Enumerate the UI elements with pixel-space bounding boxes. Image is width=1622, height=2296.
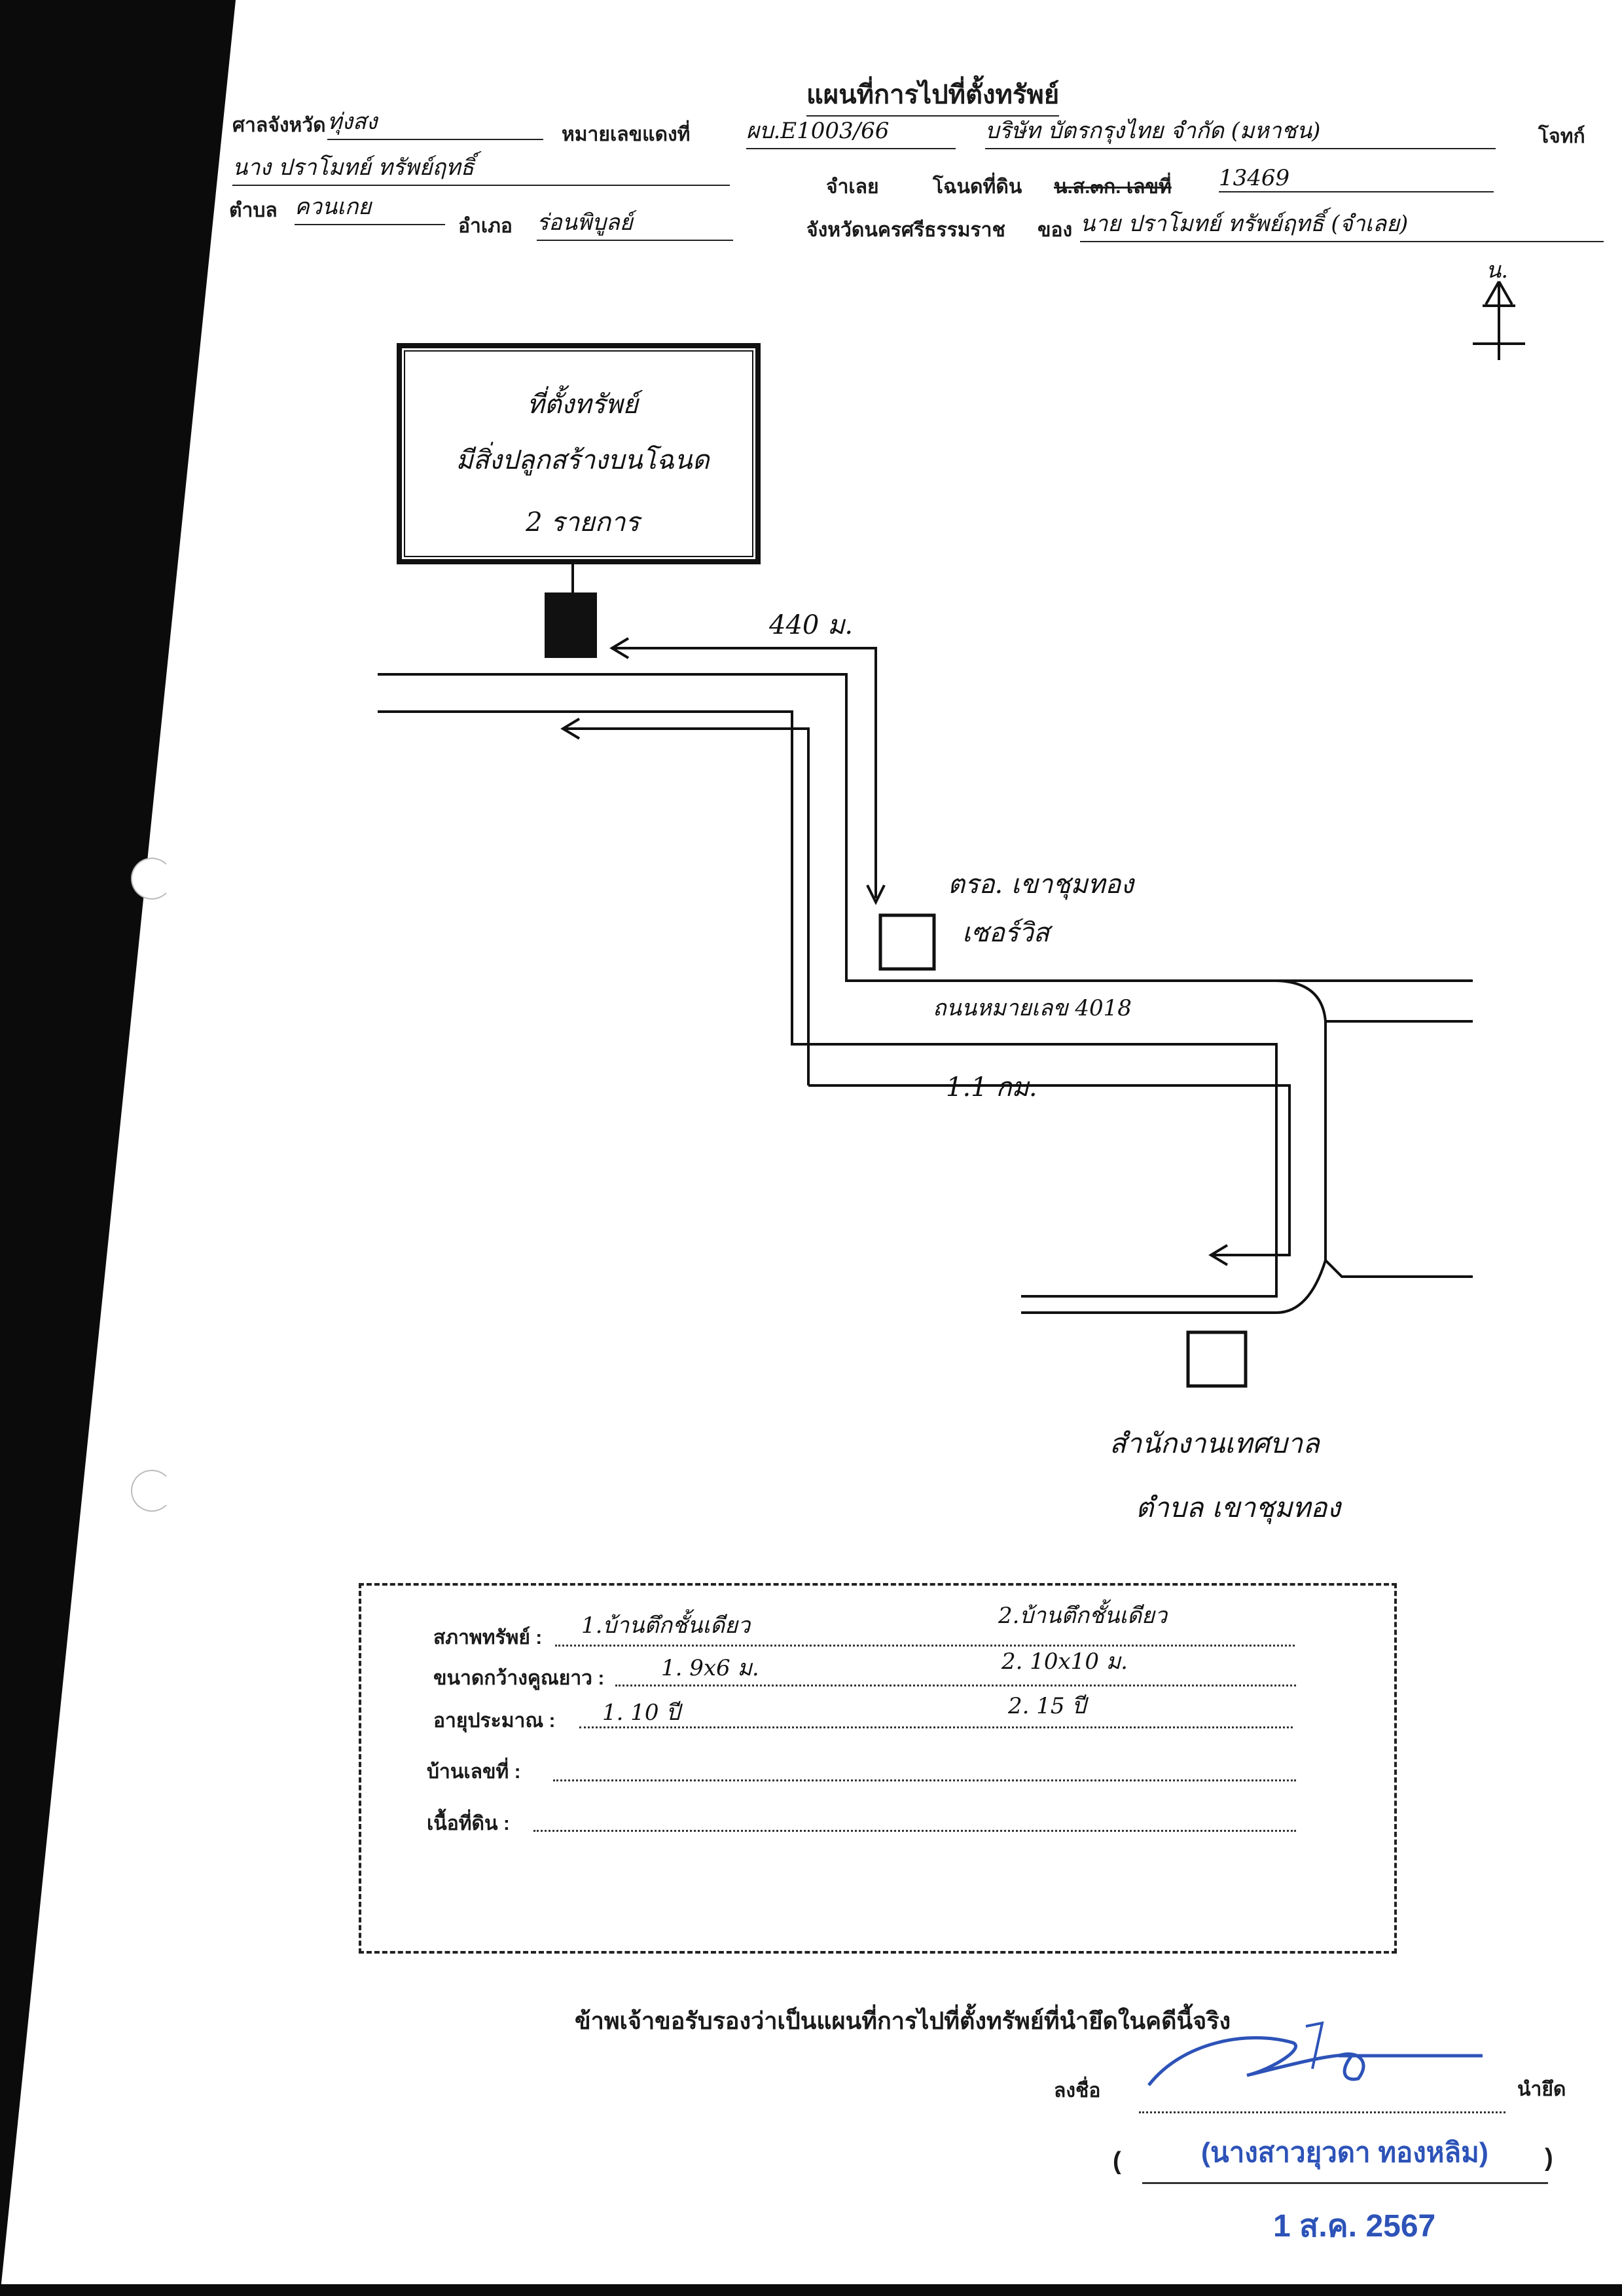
deed-strike: น.ส.๓ก. เลขที่ xyxy=(1054,176,1172,198)
age-label: อายุประมาณ : xyxy=(433,1710,556,1732)
page-title: แผนที่การไปที่ตั้งทรัพย์ xyxy=(806,73,1060,117)
date-stamp: 1 ส.ค. 2567 xyxy=(1273,2209,1436,2244)
property-condition-box xyxy=(359,1583,1397,1954)
house-no-label: บ้านเลขที่ : xyxy=(427,1761,521,1783)
district-label: อำเภอ xyxy=(458,215,513,237)
house-no-dotline xyxy=(553,1779,1296,1781)
paren-open: ( xyxy=(1113,2147,1121,2175)
plaintiff-label: โจทก์ xyxy=(1538,126,1585,147)
deed-value: 13469 xyxy=(1219,165,1494,192)
distance-label-440m: 440 ม. xyxy=(769,610,854,640)
landmark-1-line-1: ตรอ. เขาชุมทอง xyxy=(948,869,1134,900)
land-area-label: เนื้อที่ดิน : xyxy=(427,1813,510,1834)
sign-label: ลงชื่อ xyxy=(1054,2080,1101,2102)
size-dotline xyxy=(615,1685,1296,1686)
signature-icon xyxy=(1147,2021,1483,2086)
province-label: จังหวัดนครศรีธรรมราช xyxy=(806,219,1005,241)
age-1: 1. 10 ปี xyxy=(602,1700,680,1726)
seizer-label: นำยึด xyxy=(1517,2079,1566,2100)
size-1: 1. 9x6 ม. xyxy=(661,1655,759,1681)
owner-label: ของ xyxy=(1037,219,1073,241)
court-label: ศาลจังหวัด xyxy=(232,115,326,136)
condition-1: 1.บ้านตึกชั้นเดียว xyxy=(581,1613,751,1639)
landmark-1-line-2: เซอร์วิส xyxy=(962,918,1050,948)
scan-dark-edge xyxy=(0,0,236,2296)
size-2: 2. 10x10 ม. xyxy=(1001,1649,1128,1675)
signer-name: (นางสาวยุวดา ทองหลิม) xyxy=(1201,2137,1488,2168)
subdistrict-value: ควนเกย xyxy=(295,189,445,225)
size-label: ขนาดกว้างคูณยาว : xyxy=(433,1667,605,1689)
defendant-value: นาง ปราโมทย์ ทรัพย์ฤทธิ์ xyxy=(232,149,730,186)
north-label: น. xyxy=(1486,257,1509,283)
paren-close: ) xyxy=(1545,2144,1553,2172)
north-arrow-icon xyxy=(1473,281,1525,360)
condition-dotline xyxy=(555,1645,1295,1647)
punch-hole-icon xyxy=(131,1470,173,1512)
case-no-label: หมายเลขแดงที่ xyxy=(562,124,691,145)
court-value: ทุ่งสง xyxy=(327,103,543,140)
subdistrict-label: ตำบล xyxy=(229,200,278,221)
property-box-line-1: ที่ตั้งทรัพย์ xyxy=(527,390,638,420)
owner-value: นาย ปราโมทย์ ทรัพย์ฤทธิ์ (จำเลย) xyxy=(1080,206,1604,242)
signature-line xyxy=(1139,2111,1505,2113)
case-no-value: ผบ.E1003/66 xyxy=(746,113,956,149)
distance-label-1-1km: 1.1 กม. xyxy=(946,1072,1037,1102)
property-box-line-3: 2 รายการ xyxy=(526,507,640,538)
condition-2: 2.บ้านตึกชั้นเดียว xyxy=(998,1603,1168,1629)
landmark-2-line-2: ตำบล เขาชุมทอง xyxy=(1136,1491,1341,1523)
punch-hole-icon xyxy=(131,858,173,900)
scan-bottom-edge xyxy=(0,2284,1622,2296)
deed-label: โฉนดที่ดิน xyxy=(933,176,1022,198)
age-2: 2. 15 ปี xyxy=(1008,1693,1086,1719)
property-box-line-2: มีสิ่งปลูกสร้างบนโฉนด xyxy=(456,445,710,475)
age-dotline xyxy=(579,1726,1293,1728)
district-value: ร่อนพิบูลย์ xyxy=(537,204,733,241)
certification-text: ข้าพเจ้าขอรับรองว่าเป็นแผนที่การไปที่ตั้… xyxy=(575,2007,1231,2034)
landmark-2-line-1: สำนักงานเทศบาล xyxy=(1109,1427,1320,1459)
land-area-dotline xyxy=(533,1830,1296,1832)
condition-label: สภาพทรัพย์ : xyxy=(433,1627,543,1649)
road-label: ถนนหมายเลข 4018 xyxy=(933,995,1132,1021)
signer-name-line xyxy=(1142,2182,1548,2184)
plaintiff-value: บริษัท บัตรกรุงไทย จำกัด (มหาชน) xyxy=(985,113,1496,149)
defendant-label: จำเลย xyxy=(826,176,879,198)
